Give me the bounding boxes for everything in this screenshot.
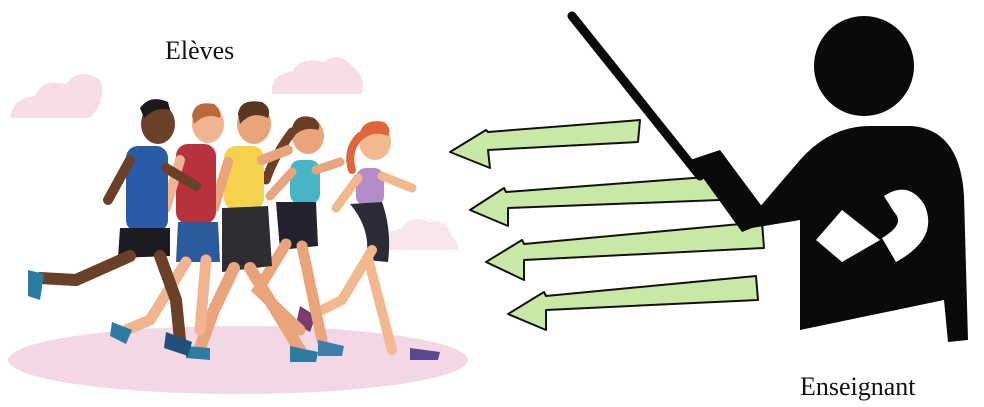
arrow-2 bbox=[470, 176, 720, 226]
arrow-1 bbox=[450, 120, 640, 168]
arrow-4 bbox=[508, 276, 758, 330]
pointer-stick bbox=[572, 16, 700, 176]
runners-illustration bbox=[28, 99, 440, 362]
cloud-lower-right bbox=[384, 219, 458, 250]
teacher-head bbox=[814, 16, 914, 116]
cloud-left bbox=[10, 74, 102, 118]
arrow-3 bbox=[486, 222, 764, 280]
cloud-right bbox=[272, 57, 363, 94]
runner-1 bbox=[28, 99, 196, 356]
ground-shadow bbox=[8, 326, 468, 394]
